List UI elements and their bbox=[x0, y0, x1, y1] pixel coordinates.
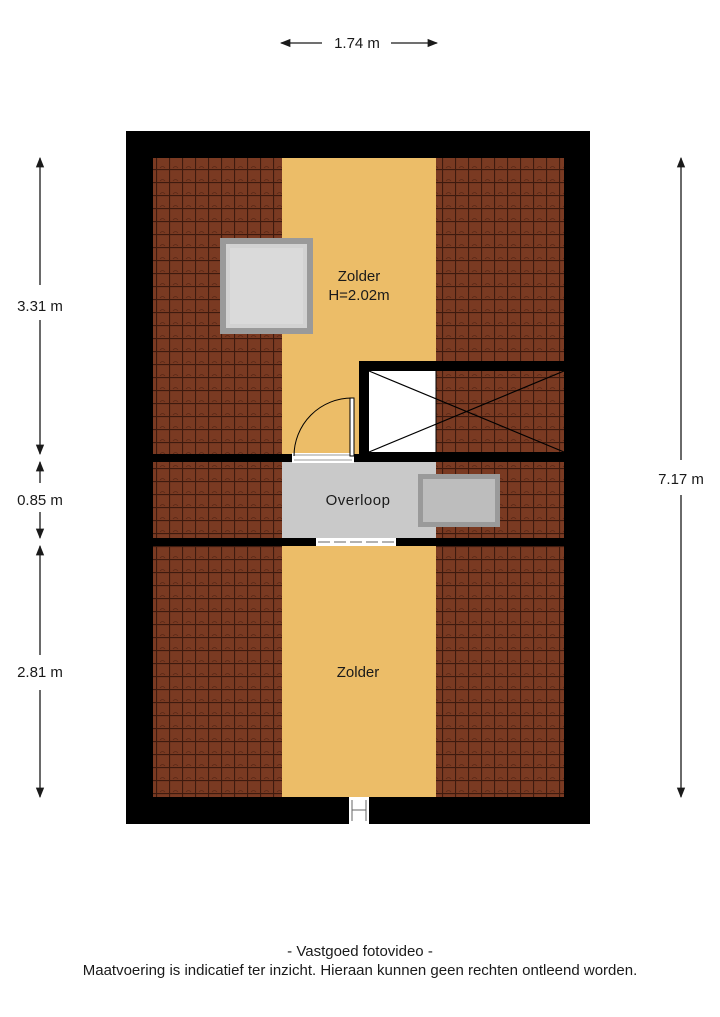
footer-disclaimer: Maatvoering is indicatief ter inzicht. H… bbox=[82, 962, 638, 979]
dimension-left-middle: 0.85 m bbox=[17, 492, 63, 509]
door-leaf bbox=[349, 397, 355, 457]
overloop-floor bbox=[282, 462, 436, 538]
zolder-top-label: Zolder bbox=[338, 268, 381, 285]
dimension-right-total: 7.17 m bbox=[658, 471, 704, 488]
door-swing-arc bbox=[293, 397, 353, 457]
dimension-left-top: 3.31 m bbox=[17, 298, 63, 315]
dimension-top-width: 1.74 m bbox=[334, 35, 380, 52]
interior-wall-upper bbox=[153, 454, 564, 462]
footer-credit: - Vastgoed fotovideo - bbox=[287, 943, 433, 960]
zolder-bottom-floor bbox=[282, 546, 436, 797]
door-opening bbox=[292, 453, 354, 463]
zolder-bottom-label: Zolder bbox=[337, 664, 380, 681]
overloop-label: Overloop bbox=[326, 492, 391, 509]
roof-tiles-mid-left bbox=[153, 462, 282, 538]
stairwell-opening bbox=[369, 371, 436, 452]
stairwell-void-cross bbox=[368, 370, 565, 453]
roof-tiles-bottom-right bbox=[436, 546, 564, 797]
zolder-top-height: H=2.02m bbox=[328, 287, 389, 304]
dimension-left-bottom: 2.81 m bbox=[17, 664, 63, 681]
stairwell-tiles bbox=[436, 371, 564, 452]
roof-tiles-bottom-left bbox=[153, 546, 282, 797]
